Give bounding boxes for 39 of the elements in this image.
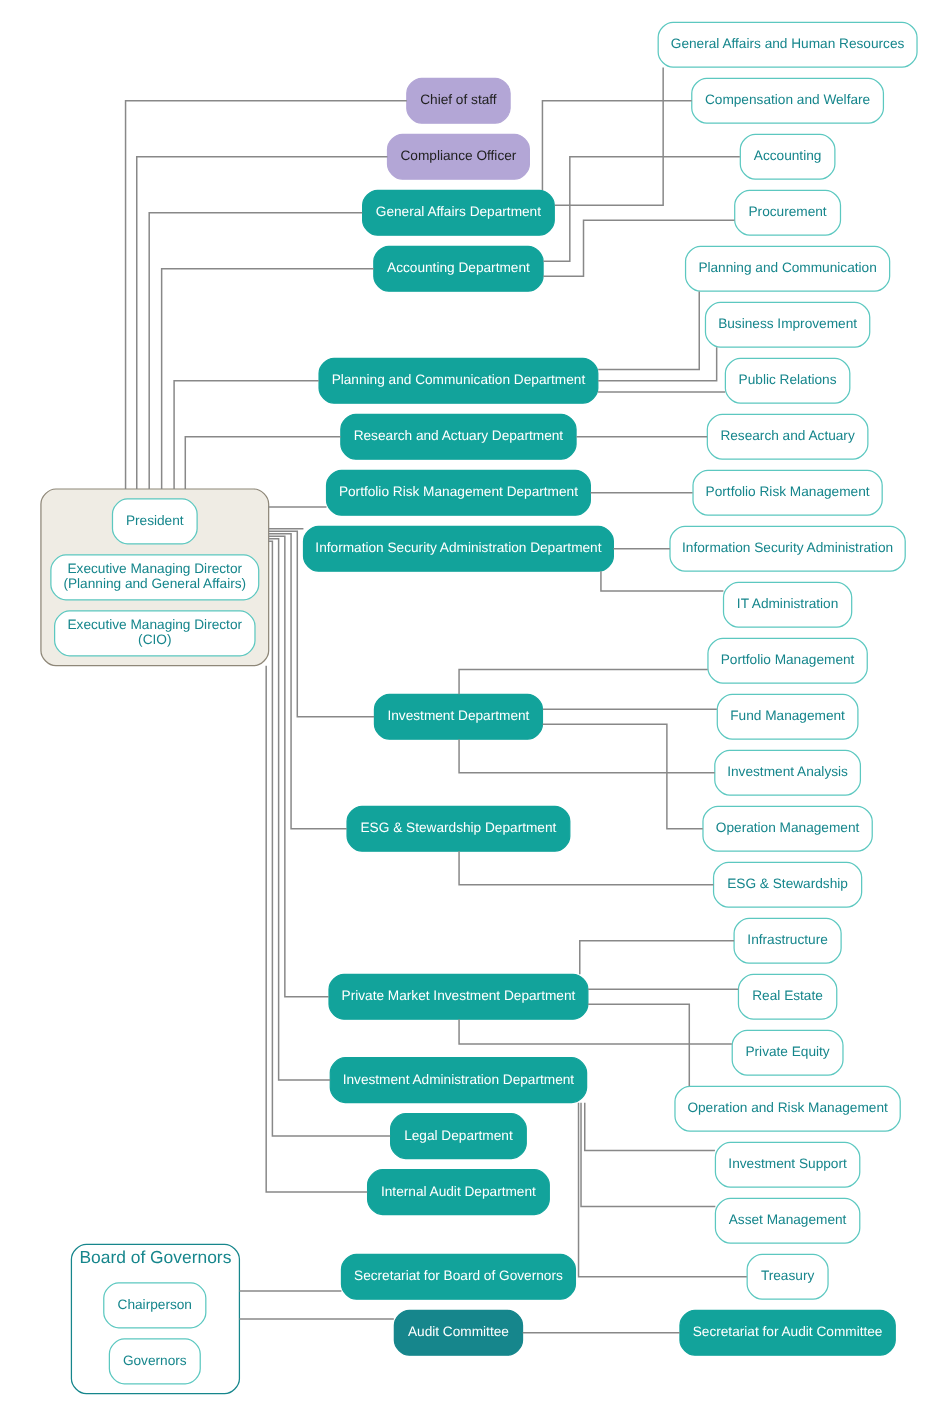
connector	[612, 548, 671, 550]
connector	[580, 1101, 717, 1208]
connector	[238, 1318, 395, 1320]
connector	[267, 535, 330, 998]
connector	[541, 723, 704, 830]
connector	[521, 1332, 681, 1334]
connector	[577, 1101, 748, 1278]
connector	[587, 988, 739, 990]
connector	[267, 538, 331, 1081]
connector	[597, 290, 700, 371]
connector	[597, 346, 718, 382]
connector	[184, 436, 342, 490]
connector	[124, 100, 408, 490]
connector	[458, 850, 715, 886]
connector	[265, 664, 369, 1193]
connector	[173, 380, 320, 490]
connector	[267, 528, 305, 530]
connector	[238, 1290, 343, 1292]
connector	[136, 156, 389, 490]
connector	[148, 212, 364, 490]
connector	[597, 391, 726, 393]
connector	[584, 1102, 716, 1152]
connector	[458, 738, 716, 774]
connector	[541, 100, 693, 191]
connector	[267, 506, 328, 508]
connector	[542, 708, 718, 710]
connector	[554, 66, 664, 206]
connector	[267, 540, 391, 1137]
connector	[160, 268, 375, 490]
connector	[542, 219, 736, 277]
cluster	[40, 488, 270, 667]
connector	[542, 156, 741, 262]
connector	[267, 533, 348, 830]
connector	[579, 940, 735, 976]
connector	[589, 492, 694, 494]
connector	[600, 570, 725, 592]
connector	[587, 1003, 691, 1087]
connector	[267, 530, 375, 718]
connector	[575, 436, 708, 438]
